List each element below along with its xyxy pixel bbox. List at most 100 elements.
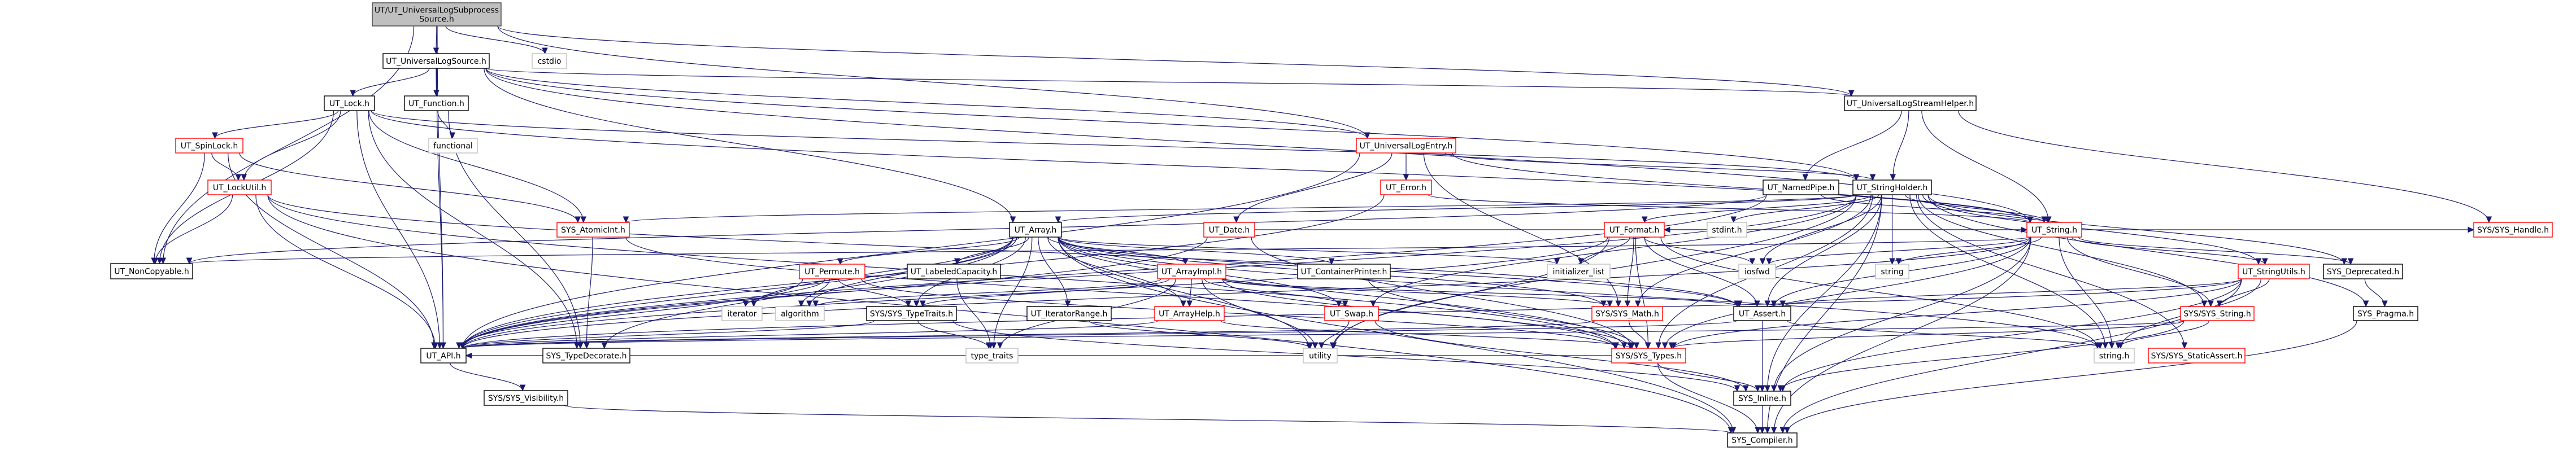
edge-stringutils-to-assert [1782,278,2242,307]
node-atomicint[interactable]: SYS_AtomicInt.h [556,222,630,238]
node-arrayhelp[interactable]: UT_ArrayHelp.h [1154,306,1225,321]
node-logentry[interactable]: UT_UniversalLogEntry.h [1356,138,1456,154]
node-type_traits: type_traits [965,348,1019,364]
node-label: SYS/SYS_TypeTraits.h [870,310,953,319]
node-function[interactable]: UT_Function.h [404,95,469,111]
edge-array-to-initlist [1058,237,1557,265]
node-lockutil[interactable]: UT_LockUtil.h [207,179,272,195]
arrowhead-icon [1779,427,1786,434]
node-label: type_traits [971,352,1013,361]
node-label: UT_IteratorRange.h [1031,310,1108,319]
node-stringholder[interactable]: UT_StringHolder.h [1852,179,1932,195]
node-format[interactable]: UT_Format.h [1604,222,1665,238]
edge-spinlock-to-noncopyable [153,152,205,264]
node-staticassert[interactable]: SYS/SYS_StaticAssert.h [2148,348,2246,364]
edge-visibility-to-compiler [564,405,1731,434]
edge-array-to-assert [1058,237,1738,307]
node-labeledcap[interactable]: UT_LabeledCapacity.h [907,264,1001,279]
arrowhead-icon [433,90,440,97]
edge-assert-to-api [462,320,1738,349]
node-spinlock[interactable]: UT_SpinLock.h [175,138,243,154]
arrowhead-icon [1607,300,1613,308]
arrowhead-icon [1645,342,1651,349]
edge-types-to-compiler [1657,362,1759,434]
edge-permute-to-typetraits_sys [838,278,909,307]
node-logsource[interactable]: UT_UniversalLogSource.h [382,53,490,69]
arrowhead-icon [623,216,629,224]
node-swap[interactable]: UT_Swap.h [1324,306,1379,321]
node-assert[interactable]: UT_Assert.h [1733,306,1791,321]
edges-layer [151,25,2492,434]
node-iterrange[interactable]: UT_IteratorRange.h [1026,306,1112,321]
node-sysstring[interactable]: SYS/SYS_String.h [2180,306,2255,321]
arrowhead-icon [1759,258,1766,265]
arrowhead-icon [1764,385,1770,392]
node-iosfwd: iosfwd [1738,264,1776,279]
arrowhead-icon [1641,216,1648,224]
edge-spinlock-to-lockutil [211,152,239,181]
arrowhead-icon [1055,216,1061,224]
arrowhead-icon [1749,258,1756,265]
node-containerprinter[interactable]: UT_ContainerPrinter.h [1297,264,1391,279]
node-lock[interactable]: UT_Lock.h [324,95,375,111]
node-deprecated[interactable]: SYS_Deprecated.h [2323,264,2403,279]
node-error[interactable]: UT_Error.h [1380,179,1432,195]
node-box [372,2,502,27]
node-handle[interactable]: SYS/SYS_Handle.h [2473,222,2553,238]
arrowhead-icon [2097,342,2103,349]
edge-namedpipe-to-api [462,194,1767,349]
node-compiler[interactable]: SYS_Compiler.h [1727,432,1798,448]
node-box [2473,222,2553,238]
node-typetraits_sys[interactable]: SYS/SYS_TypeTraits.h [866,306,957,321]
edge-stringholder-to-assert [1767,194,1882,307]
arrowhead-icon [1663,226,1670,233]
edge-utstring-to-iosfwd [1768,237,2031,265]
edge-arrayimpl-to-assert [1222,278,1740,307]
arrowhead-icon [1624,300,1631,308]
edge-root-to-api [437,25,444,349]
edge-format-to-iosfwd [1643,237,1753,265]
edge-typetraits_sys-to-type_traits [917,320,989,349]
node-label: UT_UniversalLogStreamHelper.h [1847,99,1974,108]
node-box [2180,306,2255,321]
node-arrayimpl[interactable]: UT_ArrayImpl.h [1157,264,1226,279]
node-noncopyable[interactable]: UT_NonCopyable.h [110,263,193,279]
node-box [2094,348,2135,364]
node-label: UT_Lock.h [329,99,369,108]
node-permute[interactable]: UT_Permute.h [799,264,865,279]
node-array[interactable]: UT_Array.h [1009,222,1062,238]
arrowhead-icon [1743,385,1749,392]
edge-lock-to-typedecorate [368,110,577,349]
node-visibility[interactable]: SYS/SYS_Visibility.h [484,390,568,406]
node-pragma[interactable]: SYS_Pragma.h [2353,306,2418,321]
nodes-layer: UT/UT_UniversalLogSubprocessSource.hUT_U… [110,2,2553,448]
node-types[interactable]: SYS/SYS_Types.h [1611,348,1686,364]
arrowhead-icon [1770,385,1777,392]
edge-root-to-streamhelper [497,25,1852,97]
node-typedecorate[interactable]: SYS_TypeDecorate.h [542,348,630,364]
node-utstring[interactable]: UT_String.h [2026,222,2082,238]
node-date[interactable]: UT_Date.h [1203,222,1255,238]
edge-logentry-to-date [1235,152,1393,223]
node-inline[interactable]: SYS_Inline.h [1733,391,1791,406]
edge-array-to-types [1058,237,1625,349]
node-api[interactable]: UT_API.h [420,348,467,364]
node-box [420,348,467,364]
node-namedpipe[interactable]: UT_NamedPipe.h [1763,179,1839,195]
node-box [1852,179,1932,195]
arrowhead-icon [459,342,466,349]
edge-format-to-api [462,237,1608,349]
node-label: UT_ArrayHelp.h [1159,310,1220,319]
node-box [2323,264,2403,279]
node-streamhelper[interactable]: UT_UniversalLogStreamHelper.h [1844,95,1977,111]
arrowhead-icon [575,216,581,224]
node-math[interactable]: SYS/SYS_Math.h [1591,306,1663,321]
node-label: UT_Function.h [408,99,464,108]
node-label: UT_UniversalLogEntry.h [1360,142,1453,151]
edge-spinlock-to-atomicint [239,152,578,223]
edge-utstring-to-stringh [2059,237,2112,349]
arrowhead-icon [2208,300,2214,308]
edge-format-to-stringh [1660,237,2098,349]
node-stringutils[interactable]: UT_StringUtils.h [2238,264,2310,279]
